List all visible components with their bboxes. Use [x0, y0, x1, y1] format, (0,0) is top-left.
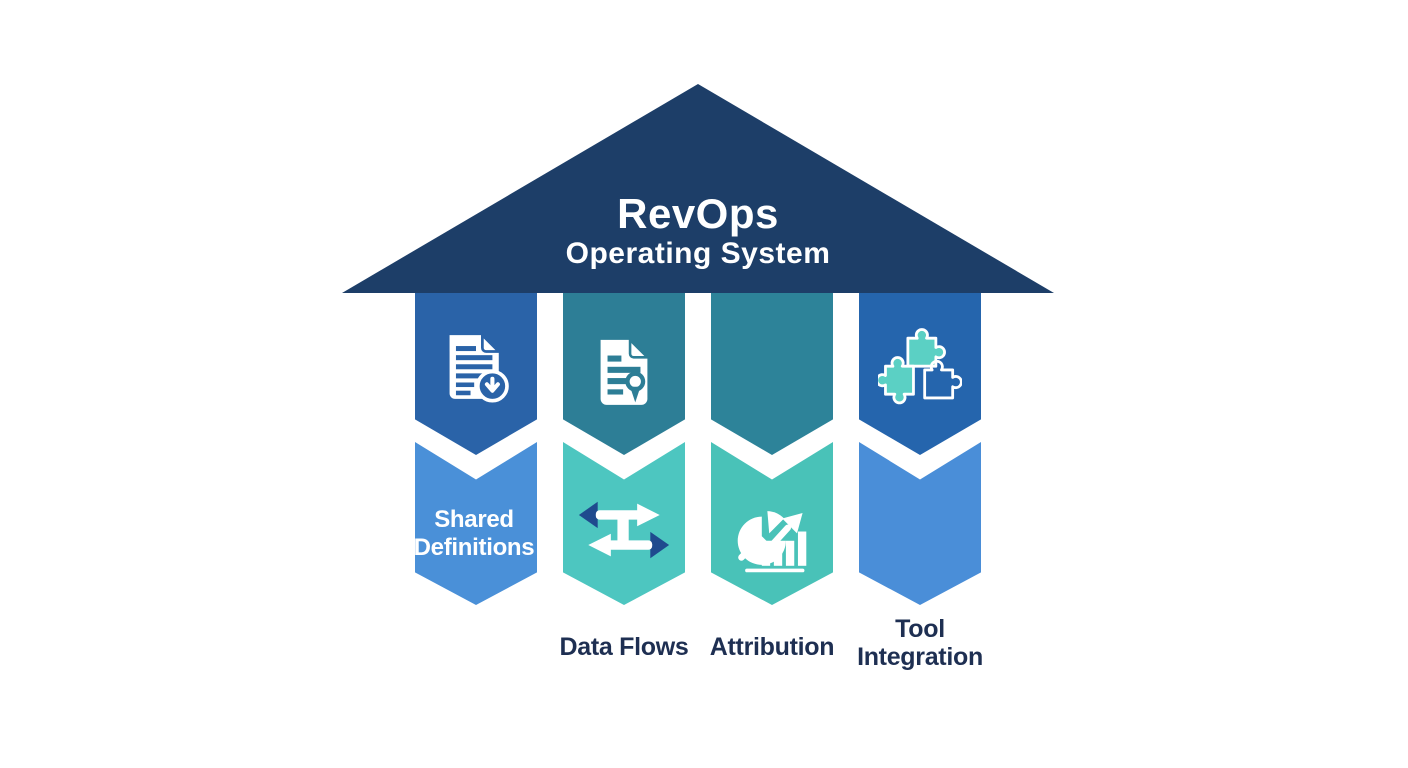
document-certificate-icon	[600, 338, 649, 405]
pillar-label-data-flows: Data Flows	[559, 633, 689, 661]
pillar-data-flows-top-segment	[563, 293, 685, 455]
pillar-data-flows-bottom-segment	[563, 442, 685, 605]
pillar-tool-integration-top-segment	[859, 293, 981, 455]
pillar-tool-integration-bottom-segment	[859, 442, 981, 605]
pillar-data-flows: Data Flows	[560, 293, 689, 693]
puzzle-pieces-icon	[878, 328, 962, 405]
pillar-shared-definitions-bottom-segment: Shared Definitions	[415, 442, 537, 605]
pillar-attribution-top-segment	[711, 293, 833, 455]
pillar-tool-integration: Tool Integration	[857, 293, 983, 693]
roof-triangle: RevOps Operating System	[342, 84, 1054, 293]
sync-arrows-icon	[578, 501, 670, 559]
pillar-attribution: Attribution	[710, 293, 835, 693]
pillar-shared-definitions: Shared Definitions	[415, 293, 537, 693]
analytics-chart-icon	[737, 511, 807, 573]
pillar-shared-definitions-top-segment	[415, 293, 537, 455]
pillar-attribution-bottom-segment	[711, 442, 833, 605]
document-download-icon	[449, 333, 509, 403]
pillar-label-tool-integration: Tool Integration	[857, 615, 983, 671]
pillar-label-attribution: Attribution	[709, 633, 835, 661]
diagram-title: RevOps	[617, 190, 779, 238]
diagram-subtitle: Operating System	[565, 236, 831, 270]
pillar-label-shared-definitions: Shared Definitions	[413, 506, 535, 562]
